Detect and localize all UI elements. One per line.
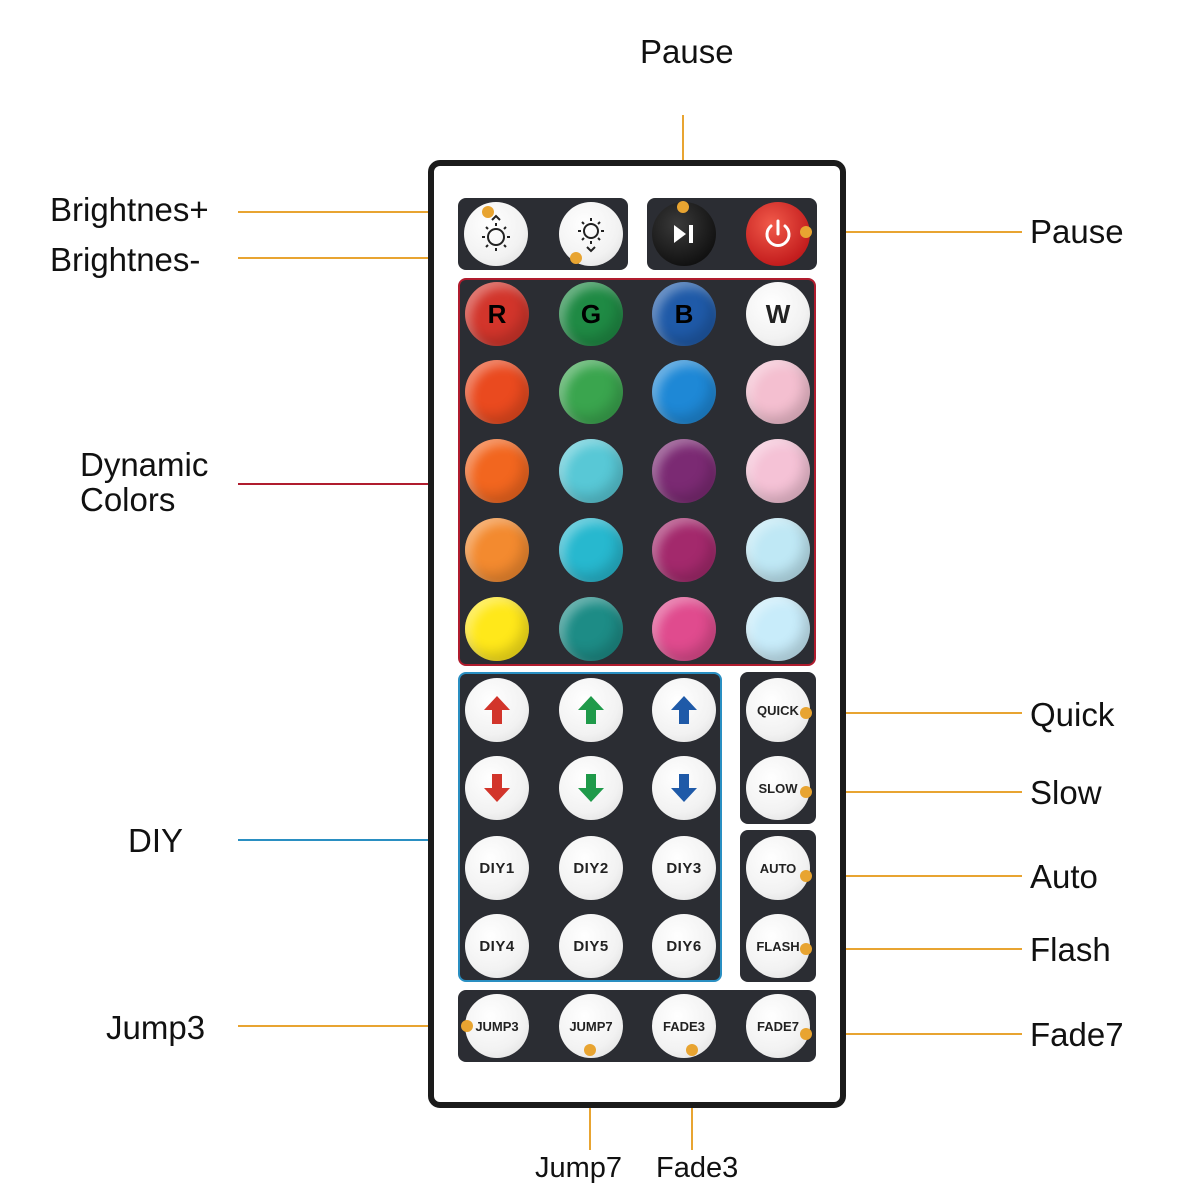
color-button[interactable] bbox=[465, 518, 529, 582]
brightness-up-icon bbox=[482, 214, 510, 251]
label-colors: Colors bbox=[80, 481, 176, 518]
blue-button[interactable]: B bbox=[652, 282, 716, 346]
color-button[interactable] bbox=[652, 518, 716, 582]
label-diy: DIY bbox=[128, 822, 184, 859]
leader-dot bbox=[800, 943, 812, 955]
diy1-label: DIY1 bbox=[479, 859, 515, 877]
white-button-label: W bbox=[765, 298, 791, 329]
brightness-down-icon bbox=[578, 218, 604, 253]
red-up-button[interactable] bbox=[465, 678, 529, 742]
label-fade7: Fade7 bbox=[1030, 1016, 1124, 1053]
fade7-button[interactable]: FADE7 bbox=[746, 994, 810, 1058]
diy1-button[interactable]: DIY1 bbox=[465, 836, 529, 900]
color-button[interactable] bbox=[559, 518, 623, 582]
color-button[interactable] bbox=[465, 360, 529, 424]
fade7-label: FADE7 bbox=[757, 1018, 799, 1034]
slow-label: SLOW bbox=[758, 780, 798, 796]
jump7-label: JUMP7 bbox=[569, 1018, 613, 1034]
color-button[interactable] bbox=[746, 518, 810, 582]
leader-dot bbox=[800, 870, 812, 882]
color-button[interactable] bbox=[559, 597, 623, 661]
auto-label: AUTO bbox=[759, 860, 797, 876]
quick-button[interactable]: QUICK bbox=[746, 678, 810, 742]
green-button[interactable]: G bbox=[559, 282, 623, 346]
green-up-button[interactable] bbox=[559, 678, 623, 742]
leader-dot bbox=[686, 1044, 698, 1056]
leader-dot bbox=[800, 1028, 812, 1040]
label-pause-top: Pause bbox=[640, 33, 734, 70]
diy4-button[interactable]: DIY4 bbox=[465, 914, 529, 978]
arrow-up-icon bbox=[484, 696, 510, 724]
leader-dot bbox=[570, 252, 582, 264]
arrow-down-icon bbox=[671, 774, 697, 802]
arrow-down-icon bbox=[484, 774, 510, 802]
diy2-button[interactable]: DIY2 bbox=[559, 836, 623, 900]
blue-down-button[interactable] bbox=[652, 756, 716, 820]
auto-button[interactable]: AUTO bbox=[746, 836, 810, 900]
label-jump3: Jump3 bbox=[106, 1009, 206, 1046]
label-jump7: Jump7 bbox=[535, 1152, 623, 1184]
diy6-label: DIY6 bbox=[666, 937, 702, 955]
power-icon bbox=[765, 219, 791, 247]
green-button-label: G bbox=[580, 298, 602, 329]
label-auto: Auto bbox=[1030, 858, 1098, 895]
play-pause-icon bbox=[674, 225, 693, 243]
leader-dot bbox=[482, 206, 494, 218]
arrow-up-icon bbox=[671, 696, 697, 724]
color-button[interactable] bbox=[746, 360, 810, 424]
brightness-up-button[interactable] bbox=[464, 202, 528, 266]
brightness-down-button[interactable] bbox=[559, 202, 623, 266]
fade3-label: FADE3 bbox=[663, 1018, 705, 1034]
color-button[interactable] bbox=[465, 439, 529, 503]
leader-dot bbox=[461, 1020, 473, 1032]
green-down-button[interactable] bbox=[559, 756, 623, 820]
quick-label: QUICK bbox=[757, 702, 799, 718]
red-button[interactable]: R bbox=[465, 282, 529, 346]
diy5-button[interactable]: DIY5 bbox=[559, 914, 623, 978]
fade3-button[interactable]: FADE3 bbox=[652, 994, 716, 1058]
label-dynamic: Dynamic bbox=[80, 446, 209, 483]
diy3-label: DIY3 bbox=[666, 859, 702, 877]
flash-button[interactable]: FLASH bbox=[746, 914, 810, 978]
color-button[interactable] bbox=[652, 439, 716, 503]
leader-dot bbox=[677, 201, 689, 213]
color-button[interactable] bbox=[746, 597, 810, 661]
diy5-label: DIY5 bbox=[573, 937, 609, 955]
color-button[interactable] bbox=[652, 597, 716, 661]
diy4-label: DIY4 bbox=[479, 937, 515, 955]
label-quick: Quick bbox=[1030, 696, 1115, 733]
label-slow: Slow bbox=[1030, 774, 1102, 811]
leader-dot bbox=[800, 707, 812, 719]
slow-button[interactable]: SLOW bbox=[746, 756, 810, 820]
jump3-label: JUMP3 bbox=[475, 1018, 519, 1034]
power-button[interactable] bbox=[746, 202, 810, 266]
red-button-label: R bbox=[487, 298, 507, 329]
leader-dot bbox=[800, 226, 812, 238]
label-fade3: Fade3 bbox=[656, 1152, 739, 1184]
label-brightness-plus: Brightnes+ bbox=[50, 191, 209, 228]
color-button[interactable] bbox=[559, 360, 623, 424]
blue-up-button[interactable] bbox=[652, 678, 716, 742]
diy2-label: DIY2 bbox=[573, 859, 609, 877]
flash-label: FLASH bbox=[756, 938, 800, 954]
blue-button-label: B bbox=[674, 298, 694, 329]
color-button[interactable] bbox=[652, 360, 716, 424]
color-button[interactable] bbox=[559, 439, 623, 503]
red-down-button[interactable] bbox=[465, 756, 529, 820]
label-flash: Flash bbox=[1030, 931, 1111, 968]
diy3-button[interactable]: DIY3 bbox=[652, 836, 716, 900]
diy6-button[interactable]: DIY6 bbox=[652, 914, 716, 978]
leader-dot bbox=[800, 786, 812, 798]
color-button[interactable] bbox=[465, 597, 529, 661]
white-button[interactable]: W bbox=[746, 282, 810, 346]
label-brightness-minus: Brightnes- bbox=[50, 241, 201, 278]
jump3-button[interactable]: JUMP3 bbox=[465, 994, 529, 1058]
leader-dot bbox=[584, 1044, 596, 1056]
arrow-up-icon bbox=[578, 696, 604, 724]
label-pause-right: Pause bbox=[1030, 213, 1124, 250]
arrow-down-icon bbox=[578, 774, 604, 802]
color-button[interactable] bbox=[746, 439, 810, 503]
